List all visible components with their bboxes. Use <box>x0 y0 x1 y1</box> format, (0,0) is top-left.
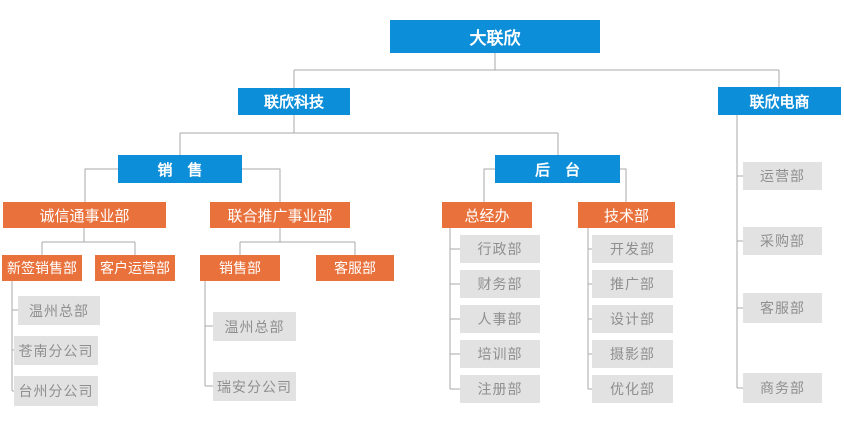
org-node-jishubu: 技术部 <box>578 202 675 228</box>
org-node-kaifabu: 开发部 <box>592 235 673 263</box>
org-node-lianxin-keji: 联欣科技 <box>238 88 350 115</box>
org-node-xiaoshoubu: 销售部 <box>200 255 280 281</box>
org-node-zhucebu: 注册部 <box>460 375 540 403</box>
org-node-kefubu-dianshang: 客服部 <box>743 293 822 323</box>
org-node-caigoubu: 采购部 <box>743 227 822 255</box>
org-node-youhuabu: 优化部 <box>592 375 673 403</box>
org-node-houtai: 后 台 <box>495 155 620 183</box>
org-node-taizhou-fengongsi: 台州分公司 <box>14 376 98 406</box>
org-node-chengxintong: 诚信通事业部 <box>3 202 166 228</box>
org-node-tuiguangbu: 推广部 <box>592 270 673 298</box>
org-node-sheyingbu: 摄影部 <box>592 340 673 368</box>
org-node-wenzhou-zongbu-2: 温州总部 <box>213 312 296 341</box>
org-node-shejibu: 设计部 <box>592 305 673 333</box>
org-node-ruian-fengongsi: 瑞安分公司 <box>213 372 296 401</box>
org-node-dalianxin: 大联欣 <box>390 20 600 53</box>
org-node-caiwubu: 财务部 <box>460 270 540 298</box>
org-node-zongjingban: 总经办 <box>442 202 532 228</box>
org-node-wenzhou-zongbu-1: 温州总部 <box>18 296 100 325</box>
org-node-xiaoshou: 销 售 <box>118 155 242 183</box>
org-node-lianhetuiguang: 联合推广事业部 <box>210 202 350 228</box>
org-node-yunyingbu: 运营部 <box>743 162 822 190</box>
org-node-cangnan-fengongsi: 苍南分公司 <box>14 336 98 365</box>
org-node-peixunbu: 培训部 <box>460 340 540 368</box>
org-node-kehuyunying: 客户运营部 <box>95 255 175 281</box>
org-node-kefubu: 客服部 <box>316 255 394 281</box>
org-node-shangwubu: 商务部 <box>743 373 822 403</box>
org-node-xinqian: 新签销售部 <box>2 255 82 281</box>
org-node-xingzhengbu: 行政部 <box>460 235 540 263</box>
org-node-lianxin-dianshang: 联欣电商 <box>718 87 841 115</box>
org-node-renshibu: 人事部 <box>460 305 540 333</box>
